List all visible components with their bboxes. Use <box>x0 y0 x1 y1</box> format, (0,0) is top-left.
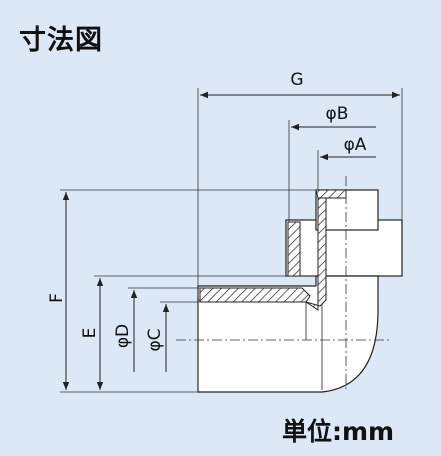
dim-d-label: φD <box>113 324 133 348</box>
pipe-wall-horizontal <box>199 287 311 303</box>
thread-tip <box>315 189 347 199</box>
dim-g-label: G <box>290 70 303 90</box>
nut-ring <box>287 221 301 277</box>
extension-lines <box>60 88 403 393</box>
dim-c-label: φC <box>145 328 165 351</box>
dim-b-label: φB <box>326 104 349 124</box>
center-lines <box>176 176 392 392</box>
page-title: 寸法図 <box>19 25 103 56</box>
dim-a-label: φA <box>344 135 367 155</box>
dimension-lines <box>62 91 400 390</box>
fitting-body <box>197 189 403 393</box>
dim-f-label: F <box>47 293 67 303</box>
unit-label: 単位:mm <box>282 417 395 446</box>
dim-e-label: E <box>80 328 100 339</box>
